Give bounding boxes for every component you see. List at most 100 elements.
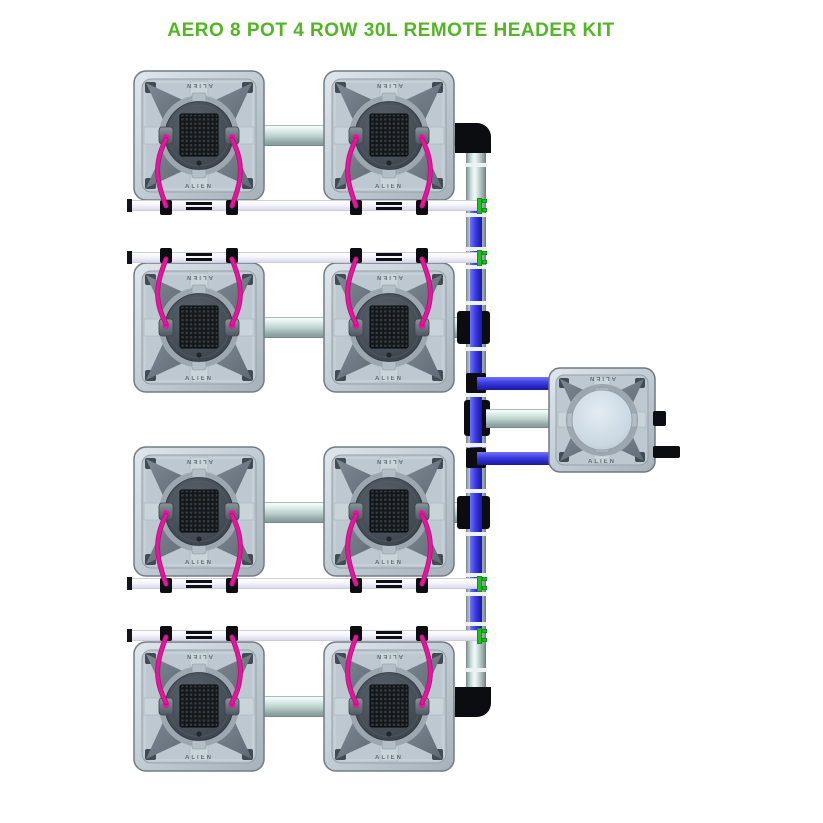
tank-outlet-fitting bbox=[653, 411, 666, 426]
elbow-fitting-top bbox=[455, 123, 491, 153]
mesh-screen bbox=[179, 684, 219, 728]
pipe-coupler bbox=[465, 213, 487, 217]
drain-valve bbox=[482, 577, 487, 581]
pipe-coupler bbox=[465, 622, 487, 626]
page-title: AERO 8 POT 4 ROW 30L REMOTE HEADER KIT bbox=[167, 20, 615, 41]
header-tank: ALIEN ALIEN bbox=[548, 367, 656, 473]
feed-pipe bbox=[262, 502, 326, 523]
pipe-union bbox=[376, 257, 402, 261]
pipe-coupler bbox=[465, 347, 487, 351]
mesh-screen bbox=[369, 113, 409, 157]
pipe-union bbox=[186, 257, 212, 261]
pipe-union bbox=[186, 201, 212, 205]
drain-valve bbox=[477, 198, 482, 214]
mesh-screen bbox=[179, 489, 219, 533]
drain-valve bbox=[477, 250, 482, 266]
tank-outlet-fitting bbox=[653, 446, 680, 458]
drain-pipe-endcap bbox=[127, 251, 132, 264]
tube-fitting bbox=[350, 248, 362, 263]
pipe-coupler bbox=[465, 301, 487, 305]
pipe-coupler bbox=[465, 532, 487, 536]
pot-brand-bottom: ALIEN bbox=[185, 560, 213, 566]
feed-pipe bbox=[262, 696, 326, 717]
hub-tabs bbox=[381, 92, 397, 179]
header-feed-pipe bbox=[486, 409, 552, 428]
feed-pipe bbox=[262, 125, 326, 146]
pipe-union bbox=[186, 584, 212, 588]
drain-valve bbox=[482, 260, 487, 264]
pipe-coupler bbox=[465, 592, 487, 596]
pot-brand-bottom: ALIEN bbox=[375, 376, 403, 382]
drain-valve bbox=[482, 208, 487, 212]
lid-plug bbox=[386, 352, 392, 358]
lid-plug bbox=[196, 352, 202, 358]
pipe-union bbox=[376, 635, 402, 639]
pipe-coupler bbox=[465, 393, 487, 397]
drain-valve bbox=[482, 629, 487, 633]
tube-fitting bbox=[416, 626, 428, 641]
drain-valve bbox=[482, 251, 487, 255]
pipe-coupler bbox=[465, 247, 487, 251]
mesh-screen bbox=[179, 305, 219, 349]
pipe-union bbox=[376, 201, 402, 205]
tank-lid bbox=[571, 389, 633, 451]
pipe-union bbox=[376, 252, 402, 256]
pipe-coupler bbox=[465, 489, 487, 493]
tube-fitting bbox=[160, 200, 172, 215]
drain-valve bbox=[477, 576, 482, 592]
lid-plug bbox=[386, 731, 392, 737]
mesh-screen bbox=[179, 113, 219, 157]
tank-face bbox=[548, 367, 656, 473]
pipe-union bbox=[376, 579, 402, 583]
tube-fitting bbox=[226, 578, 238, 593]
elbow-fitting-bottom bbox=[455, 687, 491, 717]
tube-fitting bbox=[226, 626, 238, 641]
pot-brand-bottom: ALIEN bbox=[185, 755, 213, 761]
pot-brand-bottom: ALIEN bbox=[375, 560, 403, 566]
drain-valve bbox=[482, 199, 487, 203]
pipe-union bbox=[186, 635, 212, 639]
mesh-screen bbox=[369, 489, 409, 533]
tube-fitting bbox=[350, 578, 362, 593]
pipe-union bbox=[186, 630, 212, 634]
pipe-coupler bbox=[465, 443, 487, 447]
hub-tabs bbox=[191, 663, 207, 750]
pot-brand-bottom: ALIEN bbox=[375, 184, 403, 190]
pipe-coupler bbox=[465, 265, 487, 269]
hub-tabs bbox=[191, 284, 207, 371]
lid-plug bbox=[386, 160, 392, 166]
tube-fitting bbox=[416, 200, 428, 215]
tube-fitting bbox=[226, 200, 238, 215]
pot-face bbox=[133, 446, 265, 577]
tank-brand-bottom: ALIEN bbox=[588, 459, 616, 465]
lid-plug bbox=[196, 731, 202, 737]
tube-fitting bbox=[416, 248, 428, 263]
tube-fitting bbox=[350, 626, 362, 641]
pipe-union bbox=[186, 206, 212, 210]
pipe-union bbox=[376, 584, 402, 588]
drain-valve bbox=[477, 628, 482, 644]
pot-brand-bottom: ALIEN bbox=[185, 184, 213, 190]
grow-pot: ALIEN ALIEN bbox=[133, 446, 265, 577]
header-return-pipe bbox=[477, 377, 552, 390]
lid-plug bbox=[196, 536, 202, 542]
tube-fitting bbox=[350, 200, 362, 215]
tube-fitting bbox=[416, 578, 428, 593]
tube-fitting bbox=[160, 578, 172, 593]
mesh-screen bbox=[369, 305, 409, 349]
drain-pipe-endcap bbox=[127, 577, 132, 590]
lid-plug bbox=[196, 160, 202, 166]
tube-fitting bbox=[226, 248, 238, 263]
tube-fitting bbox=[160, 248, 172, 263]
hub-tabs bbox=[381, 284, 397, 371]
pipe-coupler bbox=[465, 668, 487, 672]
pipe-coupler bbox=[465, 163, 487, 167]
pipe-union bbox=[186, 579, 212, 583]
drain-pipe-endcap bbox=[127, 199, 132, 212]
drain-valve bbox=[482, 638, 487, 642]
mesh-screen bbox=[369, 684, 409, 728]
lid-plug bbox=[386, 536, 392, 542]
